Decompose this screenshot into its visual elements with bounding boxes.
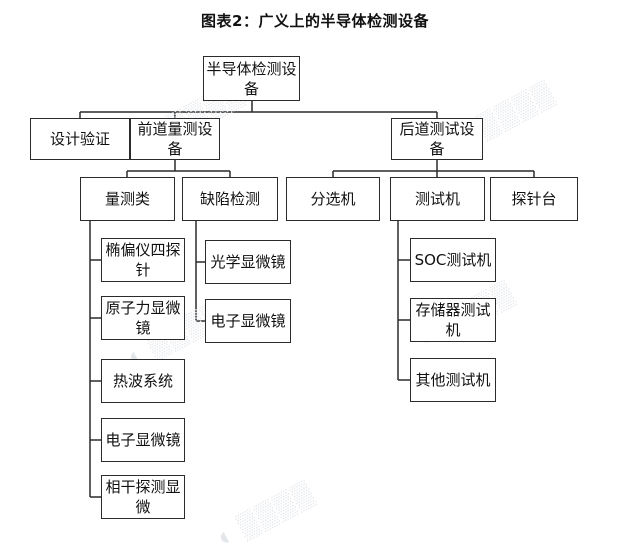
node-design-verify: 设计验证 <box>30 118 130 160</box>
node-interferometer: 相干探测显微 <box>101 475 185 519</box>
node-ellipsometer: 椭偏仪四探针 <box>101 238 185 282</box>
node-soc-tester: SOC测试机 <box>410 238 496 282</box>
node-front-measure: 前道量测设备 <box>130 118 220 160</box>
node-thermal-wave: 热波系统 <box>101 359 185 403</box>
node-tester: 测试机 <box>390 177 485 221</box>
node-metrology: 量测类 <box>80 177 175 221</box>
node-afm: 原子力显微镜 <box>101 296 185 340</box>
node-root: 半导体检测设备 <box>203 56 300 101</box>
node-sorter: 分选机 <box>286 177 380 221</box>
node-sem-metrology: 电子显微镜 <box>101 418 185 462</box>
node-other-tester: 其他测试机 <box>410 358 496 402</box>
connector-lines <box>79 101 535 498</box>
node-optical-microscope: 光学显微镜 <box>205 240 291 284</box>
node-memory-tester: 存储器测试机 <box>410 298 496 342</box>
node-back-test: 后道测试设备 <box>391 118 483 160</box>
node-defect-inspect: 缺陷检测 <box>182 177 278 221</box>
node-prober: 探针台 <box>490 177 578 221</box>
diagram-title: 图表2：广义上的半导体检测设备 <box>201 12 429 30</box>
node-sem-defect: 电子显微镜 <box>205 299 291 343</box>
